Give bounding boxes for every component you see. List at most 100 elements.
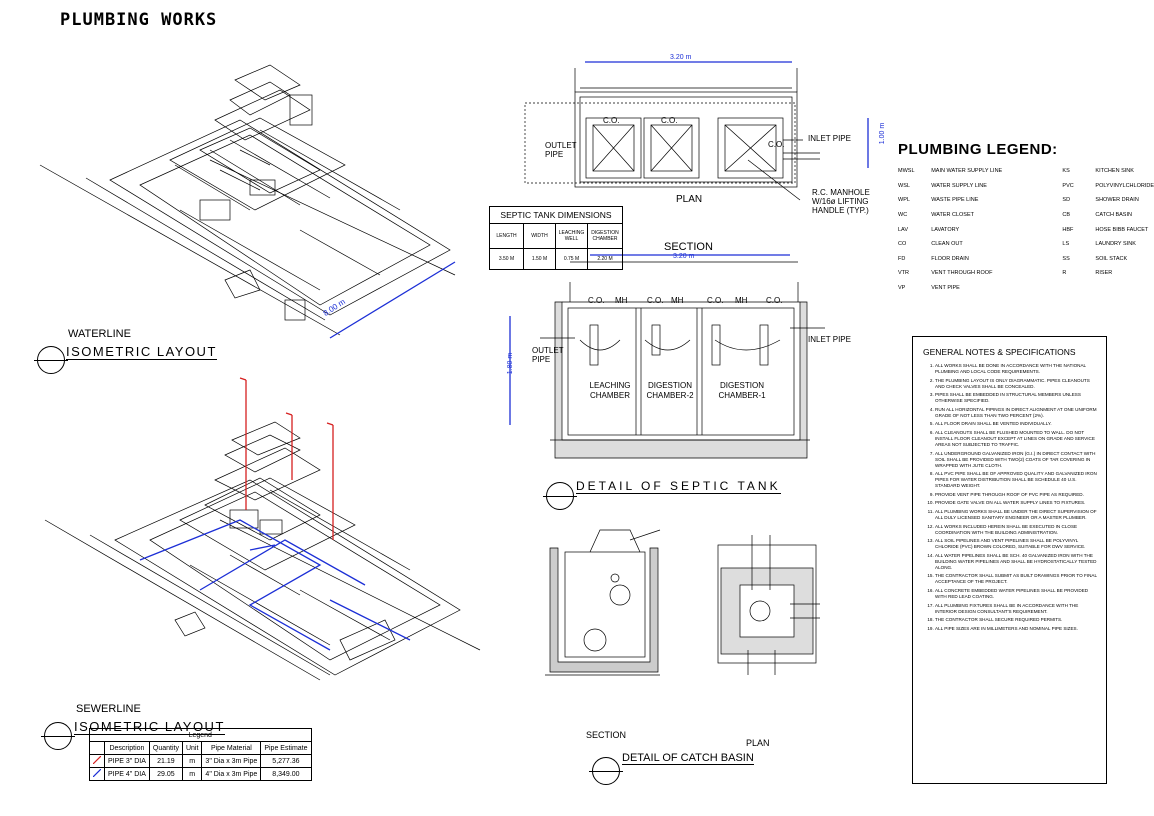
section-symbol-icon <box>41 722 75 750</box>
legend-desc: VENT PIPE <box>931 285 960 292</box>
septic-section-co-label: C.O. <box>588 296 605 305</box>
septic-plan-co-label: C.O. <box>603 116 620 125</box>
plumbing-legend-title: PLUMBING LEGEND: <box>898 141 1058 158</box>
septic-detail-title: DETAIL OF SEPTIC TANK <box>576 479 781 494</box>
legend-code: PVC <box>1062 182 1074 189</box>
septic-plan-co-label: C.O. <box>661 116 678 125</box>
legend-desc: SHOWER DRAIN <box>1095 197 1139 204</box>
septic-section-co-label: C.O. <box>707 296 724 305</box>
septic-plan-manhole-note: R.C. MANHOLE W/16ø LIFTING HANDLE (TYP.) <box>812 188 870 215</box>
catch-basin-drawing <box>545 529 820 676</box>
septic-value-leaching: 0.75 M <box>555 248 588 270</box>
section-symbol-icon <box>34 346 68 374</box>
leaching-chamber-label: LEACHING CHAMBER <box>589 381 631 400</box>
legend-desc: FLOOR DRAIN <box>931 255 969 262</box>
note-item: PROVIDE GATE VALVE ON ALL WATER SUPPLY L… <box>935 500 1100 506</box>
pipe-unit: m <box>181 754 203 768</box>
waterline-isometric-drawing <box>39 64 456 336</box>
note-item: ALL PIPE SIZES ARE IN MILLIMETERS AND NO… <box>935 626 1100 632</box>
sewerline-isometric-drawing <box>44 421 481 681</box>
pipe-header-quantity: Quantity <box>148 741 183 755</box>
note-item: ALL WORKS SHALL BE DONE IN ACCORDANCE WI… <box>935 363 1100 375</box>
note-item: ALL SOIL PIPELINES AND VENT PIPELINES SH… <box>935 538 1100 550</box>
legend-desc: WATER CLOSET <box>931 212 974 219</box>
note-item: ALL FLOOR DRAIN SHALL BE VENTED INDIVIDU… <box>935 421 1100 427</box>
note-item: ALL PLUMBING FIXTURES SHALL BE IN ACCORD… <box>935 603 1100 615</box>
septic-section-drawing <box>540 261 825 459</box>
legend-code: CO <box>898 241 907 248</box>
legend-code: R <box>1062 270 1067 277</box>
septic-dimensions-title: SEPTIC TANK DIMENSIONS <box>489 206 623 224</box>
legend-desc: VENT THROUGH ROOF <box>931 270 993 277</box>
table-row: PIPE 3" DIA 21.19 m 3" Dia x 3m Pipe 5,2… <box>89 754 312 768</box>
pipe-unit: m <box>181 767 203 781</box>
legend-code: WSL <box>898 182 910 189</box>
septic-plan-height-dimension: 1.00 m <box>879 122 887 145</box>
page-title: PLUMBING WORKS <box>60 10 218 30</box>
septic-section-width-dimension: 3.20 m <box>673 253 695 260</box>
septic-value-length: 3.50 M <box>489 248 524 270</box>
legend-desc: MAIN WATER SUPPLY LINE <box>931 168 1003 175</box>
note-item: ALL WATER PIPELINES SHALL BE SCH. 40 GAL… <box>935 553 1100 571</box>
note-item: PROVIDE VENT PIPE THROUGH ROOF OF PVC PI… <box>935 492 1100 498</box>
septic-section-inlet-label: INLET PIPE <box>808 335 851 344</box>
pipe-color-swatch-icon <box>89 767 105 781</box>
septic-header-digestion: DIGESTION CHAMBER <box>587 223 623 249</box>
legend-code: SS <box>1062 255 1070 262</box>
septic-value-width: 1.50 M <box>523 248 556 270</box>
legend-code: HBF <box>1062 226 1074 233</box>
digestion-chamber-1-label: DIGESTION CHAMBER-1 <box>718 381 766 400</box>
pipe-description: PIPE 3" DIA <box>104 754 150 768</box>
legend-desc: CATCH BASIN <box>1095 212 1132 219</box>
note-item: PIPES SHALL BE EMBEDDED IN STRUCTURAL ME… <box>935 392 1100 404</box>
legend-code: KS <box>1062 168 1070 175</box>
pipe-legend-table: Legend Description Quantity Unit Pipe Ma… <box>89 728 312 781</box>
septic-section-mh-label: MH <box>671 296 684 305</box>
septic-header-width: WIDTH <box>523 223 556 249</box>
legend-desc: WATER SUPPLY LINE <box>931 182 987 189</box>
catch-basin-section-label: SECTION <box>586 730 627 740</box>
legend-desc: HOSE BIBB FAUCET <box>1095 226 1149 233</box>
legend-desc: WASTE PIPE LINE <box>931 197 979 204</box>
septic-section-co-label: C.O. <box>766 296 783 305</box>
legend-code: MWSL <box>898 168 915 175</box>
pipe-header-description: Description <box>104 741 150 755</box>
septic-section-label: SECTION <box>664 241 713 253</box>
legend-desc: POLYVINYLCHLORIDE <box>1095 182 1154 189</box>
waterline-title-top: WATERLINE <box>68 328 131 340</box>
legend-desc: RISER <box>1095 270 1113 277</box>
septic-plan-drawing <box>524 68 820 201</box>
note-item: THE PLUMBING LAYOUT IS ONLY DIAGRAMMATIC… <box>935 378 1100 390</box>
general-notes-box: GENERAL NOTES & SPECIFICATIONS ALL WORKS… <box>912 336 1107 784</box>
catch-basin-plan-label: PLAN <box>746 738 770 748</box>
pipe-estimate: 5,277.36 <box>260 754 312 768</box>
legend-desc: SOIL STACK <box>1095 255 1128 262</box>
legend-code: SD <box>1062 197 1071 204</box>
note-item: ALL WORKS INCLUDED HEREIN SHALL BE EXECU… <box>935 524 1100 536</box>
legend-code: VTR <box>898 270 909 277</box>
section-symbol-icon <box>589 757 623 785</box>
septic-plan-width-dimension: 3.20 m <box>670 54 692 61</box>
digestion-chamber-2-label: DIGESTION CHAMBER-2 <box>646 381 694 400</box>
note-item: ALL PLUMBING WORKS SHALL BE UNDER THE DI… <box>935 509 1100 521</box>
legend-desc: LAUNDRY SINK <box>1095 241 1136 248</box>
note-item: ALL PVC PIPE SHALL BE OF APPROVED QUALIT… <box>935 471 1100 489</box>
septic-section-height-dimension: 1.80 m <box>507 352 515 375</box>
septic-value-digestion: 2.20 M <box>587 248 623 270</box>
pipe-header-unit: Unit <box>181 741 203 755</box>
note-item: THE CONTRACTOR SHALL SUBMIT AS BUILT DRA… <box>935 573 1100 585</box>
legend-code: CB <box>1062 212 1071 219</box>
pipe-legend-title: Legend <box>89 728 312 742</box>
catch-basin-detail-title: DETAIL OF CATCH BASIN <box>622 752 754 765</box>
table-row: PIPE 4" DIA 29.05 m 4" Dia x 3m Pipe 8,3… <box>89 767 312 781</box>
septic-header-leaching: LEACHING WELL <box>555 223 588 249</box>
sewerline-title-top: SEWERLINE <box>76 703 141 715</box>
septic-section-co-label: C.O. <box>647 296 664 305</box>
septic-plan-outlet-label: OUTLET PIPE <box>545 141 577 159</box>
pipe-estimate: 8,349.00 <box>260 767 312 781</box>
legend-code: WC <box>898 212 908 219</box>
pipe-color-swatch-icon <box>89 754 105 768</box>
legend-code: VP <box>898 285 906 292</box>
septic-plan-inlet-label: INLET PIPE <box>808 134 851 143</box>
section-symbol-icon <box>543 482 577 510</box>
